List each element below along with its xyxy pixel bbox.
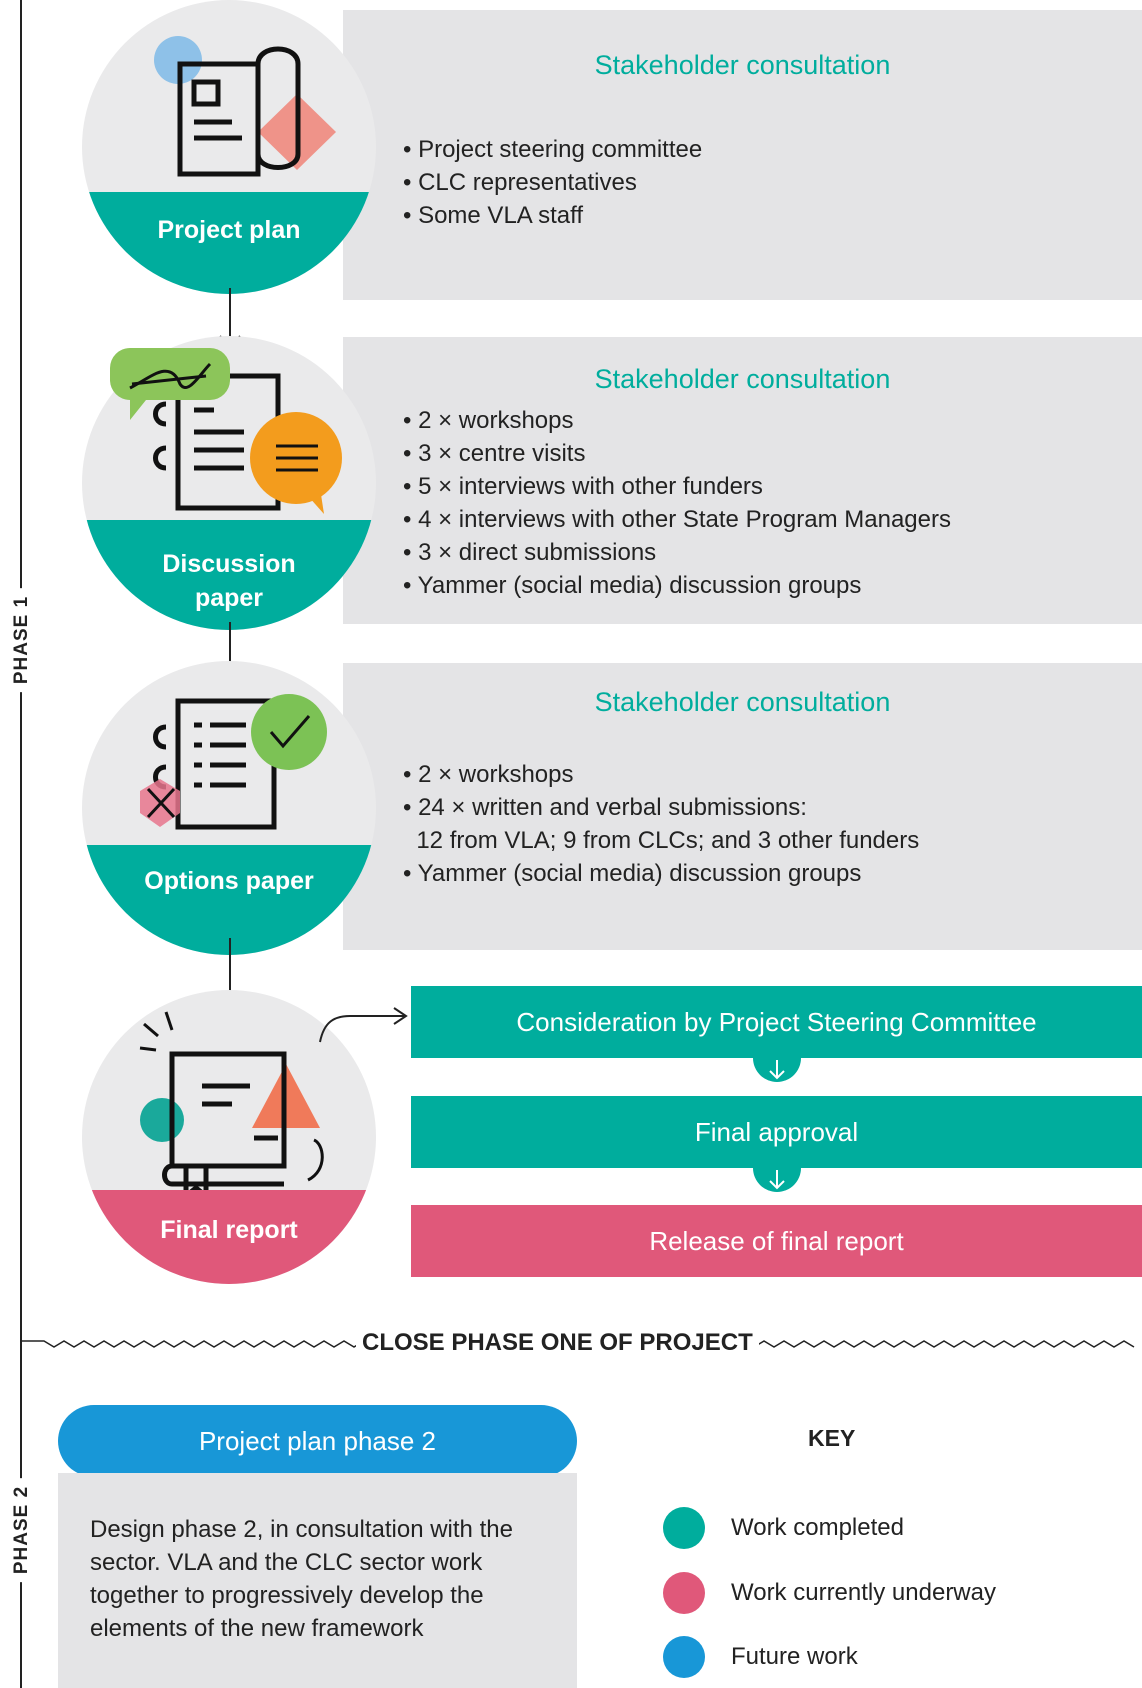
consultation-panel-2: Stakeholder consultation • 2 × workshops…: [343, 337, 1142, 624]
key-item-underway: Work currently underway: [663, 1572, 996, 1614]
final-report-band: Final report: [82, 1190, 376, 1284]
final-report-circle: Final report: [82, 990, 376, 1284]
phase-2-description: Design phase 2, in consultation with the…: [90, 1516, 513, 1642]
teal-dot-icon: [663, 1507, 705, 1549]
list-item: • CLC representatives: [403, 169, 637, 196]
discussion-paper-band: Discussion paper: [82, 520, 376, 630]
speech-bubble-icon: [110, 348, 230, 420]
arrow-down-icon: [769, 1060, 785, 1080]
release-bar: Release of final report: [411, 1205, 1142, 1277]
step-label: Options paper: [144, 867, 314, 895]
checkmark-icon: [251, 694, 327, 770]
final-approval-bar: Final approval: [411, 1096, 1142, 1168]
consultation-list: • 2 × workshops • 24 × written and verba…: [403, 758, 919, 890]
phase-2-label: PHASE 2: [6, 1470, 38, 1590]
blue-dot-icon: [663, 1636, 705, 1678]
step-label-line2: paper: [194, 584, 264, 612]
key-item-future: Future work: [663, 1636, 858, 1678]
list-item: • 3 × direct submissions: [403, 539, 657, 566]
list-item: • 3 × centre visits: [403, 440, 586, 467]
chat-bubble-icon: [250, 412, 342, 514]
bar-label: Final approval: [694, 1116, 859, 1147]
step-label: Final report: [160, 1216, 298, 1244]
key-title: KEY: [808, 1425, 856, 1451]
phase-2-description-box: Design phase 2, in consultation with the…: [58, 1473, 577, 1688]
project-plan-circle: Project plan: [82, 0, 376, 294]
key-label: Work currently underway: [731, 1579, 996, 1606]
bar-label: Release of final report: [649, 1225, 904, 1256]
list-item: • 2 × workshops: [403, 407, 574, 434]
list-item: • Project steering committee: [403, 136, 703, 163]
list-item: • 4 × interviews with other State Progra…: [403, 506, 951, 533]
consultation-panel-3: Stakeholder consultation • 2 × workshops…: [343, 663, 1142, 950]
consultation-panel-1: Stakeholder consultation • Project steer…: [343, 10, 1142, 300]
final-report-icon: [139, 1011, 324, 1202]
list-item: • 5 × interviews with other funders: [403, 473, 763, 500]
list-item: • 2 × workshops: [403, 761, 574, 788]
project-plan-phase-2-pill: Project plan phase 2: [58, 1405, 577, 1477]
consultation-title: Stakeholder consultation: [594, 687, 891, 717]
consideration-bar: Consideration by Project Steering Commit…: [411, 986, 1142, 1058]
bar-label: Consideration by Project Steering Commit…: [516, 1006, 1037, 1037]
close-phase-label: CLOSE PHASE ONE OF PROJECT: [356, 1329, 759, 1357]
options-paper-circle: Options paper: [82, 661, 376, 955]
bar-connector: [753, 1058, 801, 1082]
pill-label: Project plan phase 2: [198, 1425, 437, 1456]
key-label: Future work: [731, 1643, 858, 1670]
list-item: • Some VLA staff: [403, 202, 584, 229]
consultation-title: Stakeholder consultation: [594, 50, 891, 80]
consultation-title: Stakeholder consultation: [594, 364, 891, 394]
phase-1-label: PHASE 1: [6, 580, 38, 700]
bar-connector: [753, 1168, 801, 1192]
consultation-list: • Project steering committee • CLC repre…: [403, 133, 702, 232]
list-item: • 24 × written and verbal submissions:: [403, 794, 807, 821]
step-label: Project plan: [157, 216, 301, 244]
project-plan-band: Project plan: [82, 192, 376, 294]
arrow-down-icon: [769, 1170, 785, 1190]
list-item: • Yammer (social media) discussion group…: [403, 860, 862, 887]
arrow-right-icon: [319, 1007, 408, 1043]
key-item-completed: Work completed: [663, 1507, 904, 1549]
project-plan-icon: [154, 36, 336, 177]
list-item: • Yammer (social media) discussion group…: [403, 572, 862, 599]
options-paper-band: Options paper: [82, 845, 376, 955]
step-label-line1: Discussion: [162, 550, 296, 578]
list-item: 12 from VLA; 9 from CLCs; and 3 other fu…: [403, 827, 920, 854]
key-label: Work completed: [731, 1514, 904, 1541]
pink-dot-icon: [663, 1572, 705, 1614]
consultation-list: • 2 × workshops • 3 × centre visits • 5 …: [403, 404, 951, 602]
